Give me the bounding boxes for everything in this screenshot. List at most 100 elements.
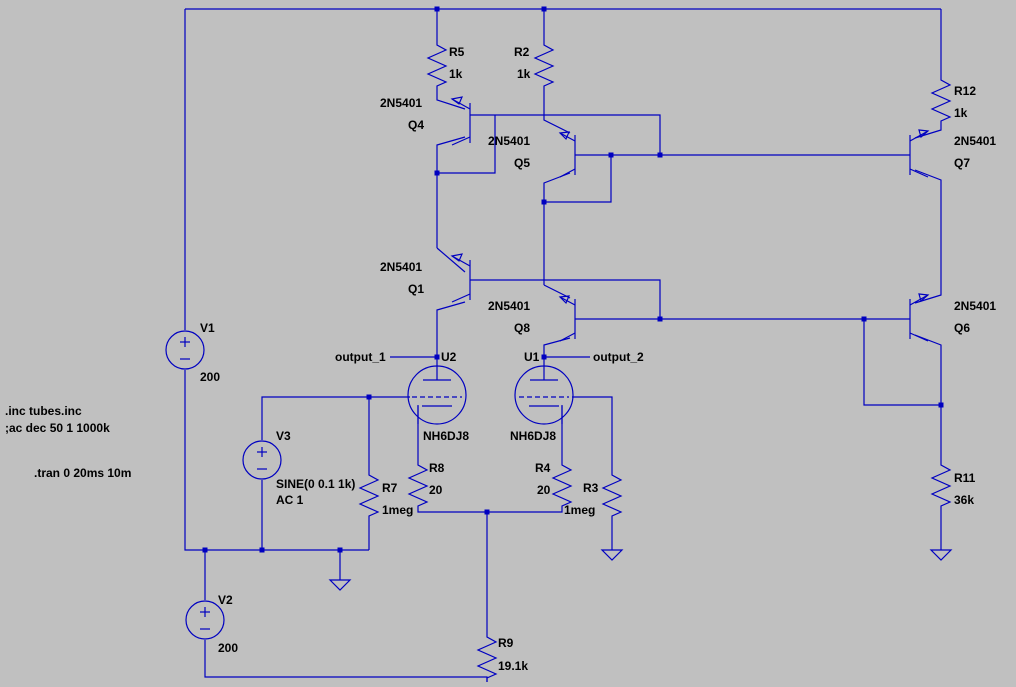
q7-ref-label: Q7 — [954, 156, 970, 170]
v2-value-label: 200 — [218, 641, 238, 655]
junction — [434, 170, 440, 176]
u1-model-label: NH6DJ8 — [510, 429, 556, 443]
r7-value-label: 1meg — [382, 503, 413, 517]
resistor-r12-symbol — [930, 75, 952, 125]
junction — [938, 402, 944, 408]
junctions — [202, 6, 944, 553]
ground-symbol — [328, 579, 352, 591]
voltage-sources — [165, 330, 282, 640]
r5-value-label: 1k — [449, 67, 463, 81]
junction — [657, 152, 663, 158]
transistor-q4-symbol — [450, 96, 471, 146]
wire-q8-u1 — [543, 337, 571, 357]
spice-directive-ac-comment: ;ac dec 50 1 1000k — [5, 421, 110, 435]
q5-model-label: 2N5401 — [488, 134, 530, 148]
net-label-output-1: output_1 — [335, 350, 386, 364]
q1-ref-label: Q1 — [408, 282, 424, 296]
wire-q4-base — [470, 114, 661, 155]
junction — [259, 547, 265, 553]
voltage-source-v3-symbol — [242, 440, 282, 480]
u1-ref-label: U1 — [524, 350, 540, 364]
wire-u1-grid — [572, 396, 613, 470]
junction — [366, 394, 372, 400]
v3-value-line2: AC 1 — [276, 493, 304, 507]
grounds — [328, 549, 953, 591]
wire-q6-diode — [863, 319, 941, 406]
r7-ref-label: R7 — [382, 481, 398, 495]
junction — [434, 6, 440, 12]
wire-q4-diode — [437, 115, 496, 174]
q8-ref-label: Q8 — [514, 321, 530, 335]
junction — [657, 316, 663, 322]
q6-model-label: 2N5401 — [954, 299, 996, 313]
r3-value-label: 1meg — [564, 503, 595, 517]
tube-u2-symbol — [407, 365, 467, 425]
r9-ref-label: R9 — [498, 636, 514, 650]
wire-ground-bus — [184, 370, 369, 551]
r2-ref-label: R2 — [514, 45, 530, 59]
resistors — [358, 40, 952, 682]
wire-q1-base — [470, 279, 661, 319]
wire-q5-q8 — [543, 172, 571, 285]
r12-value-label: 1k — [954, 106, 968, 120]
resistor-r4-symbol — [551, 460, 573, 510]
r11-ref-label: R11 — [954, 471, 976, 485]
resistor-r3-symbol — [601, 470, 623, 520]
wire-q5-diode — [544, 155, 612, 203]
net-label-output-2: output_2 — [593, 350, 644, 364]
resistor-r11-symbol — [930, 460, 952, 510]
junction — [541, 354, 547, 360]
resistor-r8-symbol — [407, 460, 429, 510]
voltage-source-v1-symbol — [165, 330, 205, 370]
transistor-q6-symbol — [909, 293, 930, 342]
r4-ref-label: R4 — [535, 461, 551, 475]
r8-value-label: 20 — [429, 483, 443, 497]
q8-model-label: 2N5401 — [488, 299, 530, 313]
wire-q1-emitter — [436, 247, 466, 273]
v1-ref-label: V1 — [200, 321, 215, 335]
r11-value-label: 36k — [954, 493, 974, 507]
transistor-q7-symbol — [909, 129, 930, 178]
tube-u1-symbol — [514, 365, 574, 425]
r2-value-label: 1k — [517, 67, 531, 81]
r4-value-label: 20 — [537, 483, 551, 497]
ground-symbol — [600, 549, 624, 561]
v3-ref-label: V3 — [276, 429, 291, 443]
r5-ref-label: R5 — [449, 45, 465, 59]
wire-q6-r11 — [914, 334, 942, 460]
junction — [337, 547, 343, 553]
resistor-r9-symbol — [476, 632, 498, 682]
wire-q7-q6 — [914, 169, 942, 304]
wire-r9-v2 — [204, 640, 488, 682]
transistors — [450, 96, 930, 342]
ground-symbol — [929, 549, 953, 561]
wire-r5-q4 — [436, 90, 466, 110]
junction — [608, 152, 614, 158]
resistor-r5-symbol — [426, 40, 448, 90]
wire-q4-q1 — [436, 136, 466, 248]
wire-u2-grid — [261, 396, 410, 440]
r9-value-label: 19.1k — [498, 659, 528, 673]
r12-ref-label: R12 — [954, 84, 976, 98]
v3-value-line1: SINE(0 0.1 1k) — [276, 477, 355, 491]
q4-model-label: 2N5401 — [380, 96, 422, 110]
junction — [484, 509, 490, 515]
q6-ref-label: Q6 — [954, 321, 970, 335]
labels: R5 1k R2 1k R12 1k R8 20 R4 20 R7 1meg R… — [5, 45, 996, 673]
wire-r2-q5 — [543, 90, 571, 134]
resistor-r2-symbol — [533, 40, 555, 90]
v1-value-label: 200 — [200, 370, 220, 384]
r3-ref-label: R3 — [583, 481, 599, 495]
q7-model-label: 2N5401 — [954, 134, 996, 148]
wires — [184, 8, 942, 682]
wire-cathode-join — [417, 510, 563, 513]
transistor-q5-symbol — [558, 131, 576, 178]
spice-directive-tran: .tran 0 20ms 10m — [34, 466, 131, 480]
voltage-source-v2-symbol — [185, 600, 225, 640]
spice-directive-include: .inc tubes.inc — [5, 404, 82, 418]
junction — [434, 354, 440, 360]
junction — [541, 199, 547, 205]
tubes — [407, 365, 574, 425]
q5-ref-label: Q5 — [514, 156, 530, 170]
